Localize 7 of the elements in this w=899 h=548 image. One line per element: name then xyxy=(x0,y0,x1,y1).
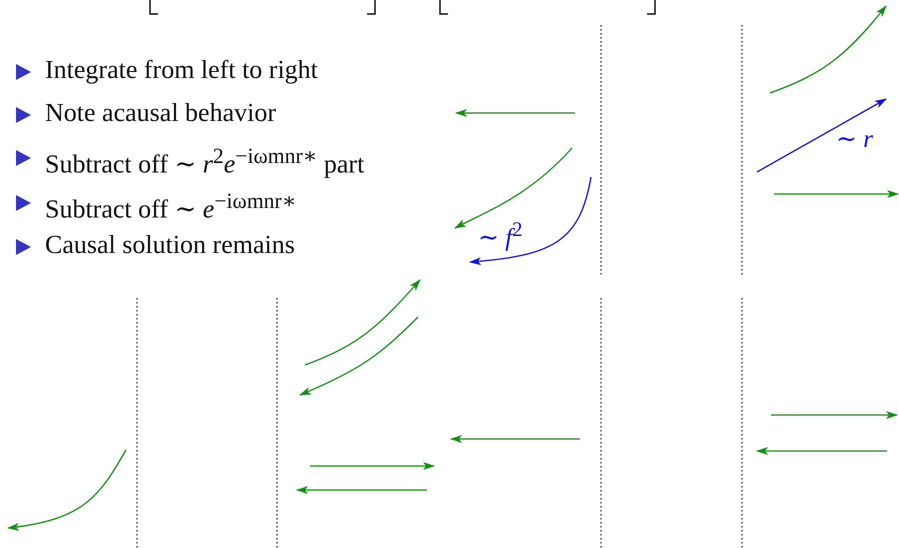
bullet-text: Subtract off ∼ e$^{−iωmnr∗}$ xyxy=(45,188,296,225)
bullet-text: Subtract off ∼ r$^{2}$e$^{−iωmnr∗}$ part xyxy=(45,143,364,180)
curve-label: ∼ f$^{2}$ xyxy=(478,216,523,252)
curve-label: ∼ r xyxy=(836,126,873,154)
bullet-text: Integrate from left to right xyxy=(45,55,318,85)
bullet-text: Causal solution remains xyxy=(45,230,295,260)
bullet-text: Note acausal behavior xyxy=(45,98,276,128)
